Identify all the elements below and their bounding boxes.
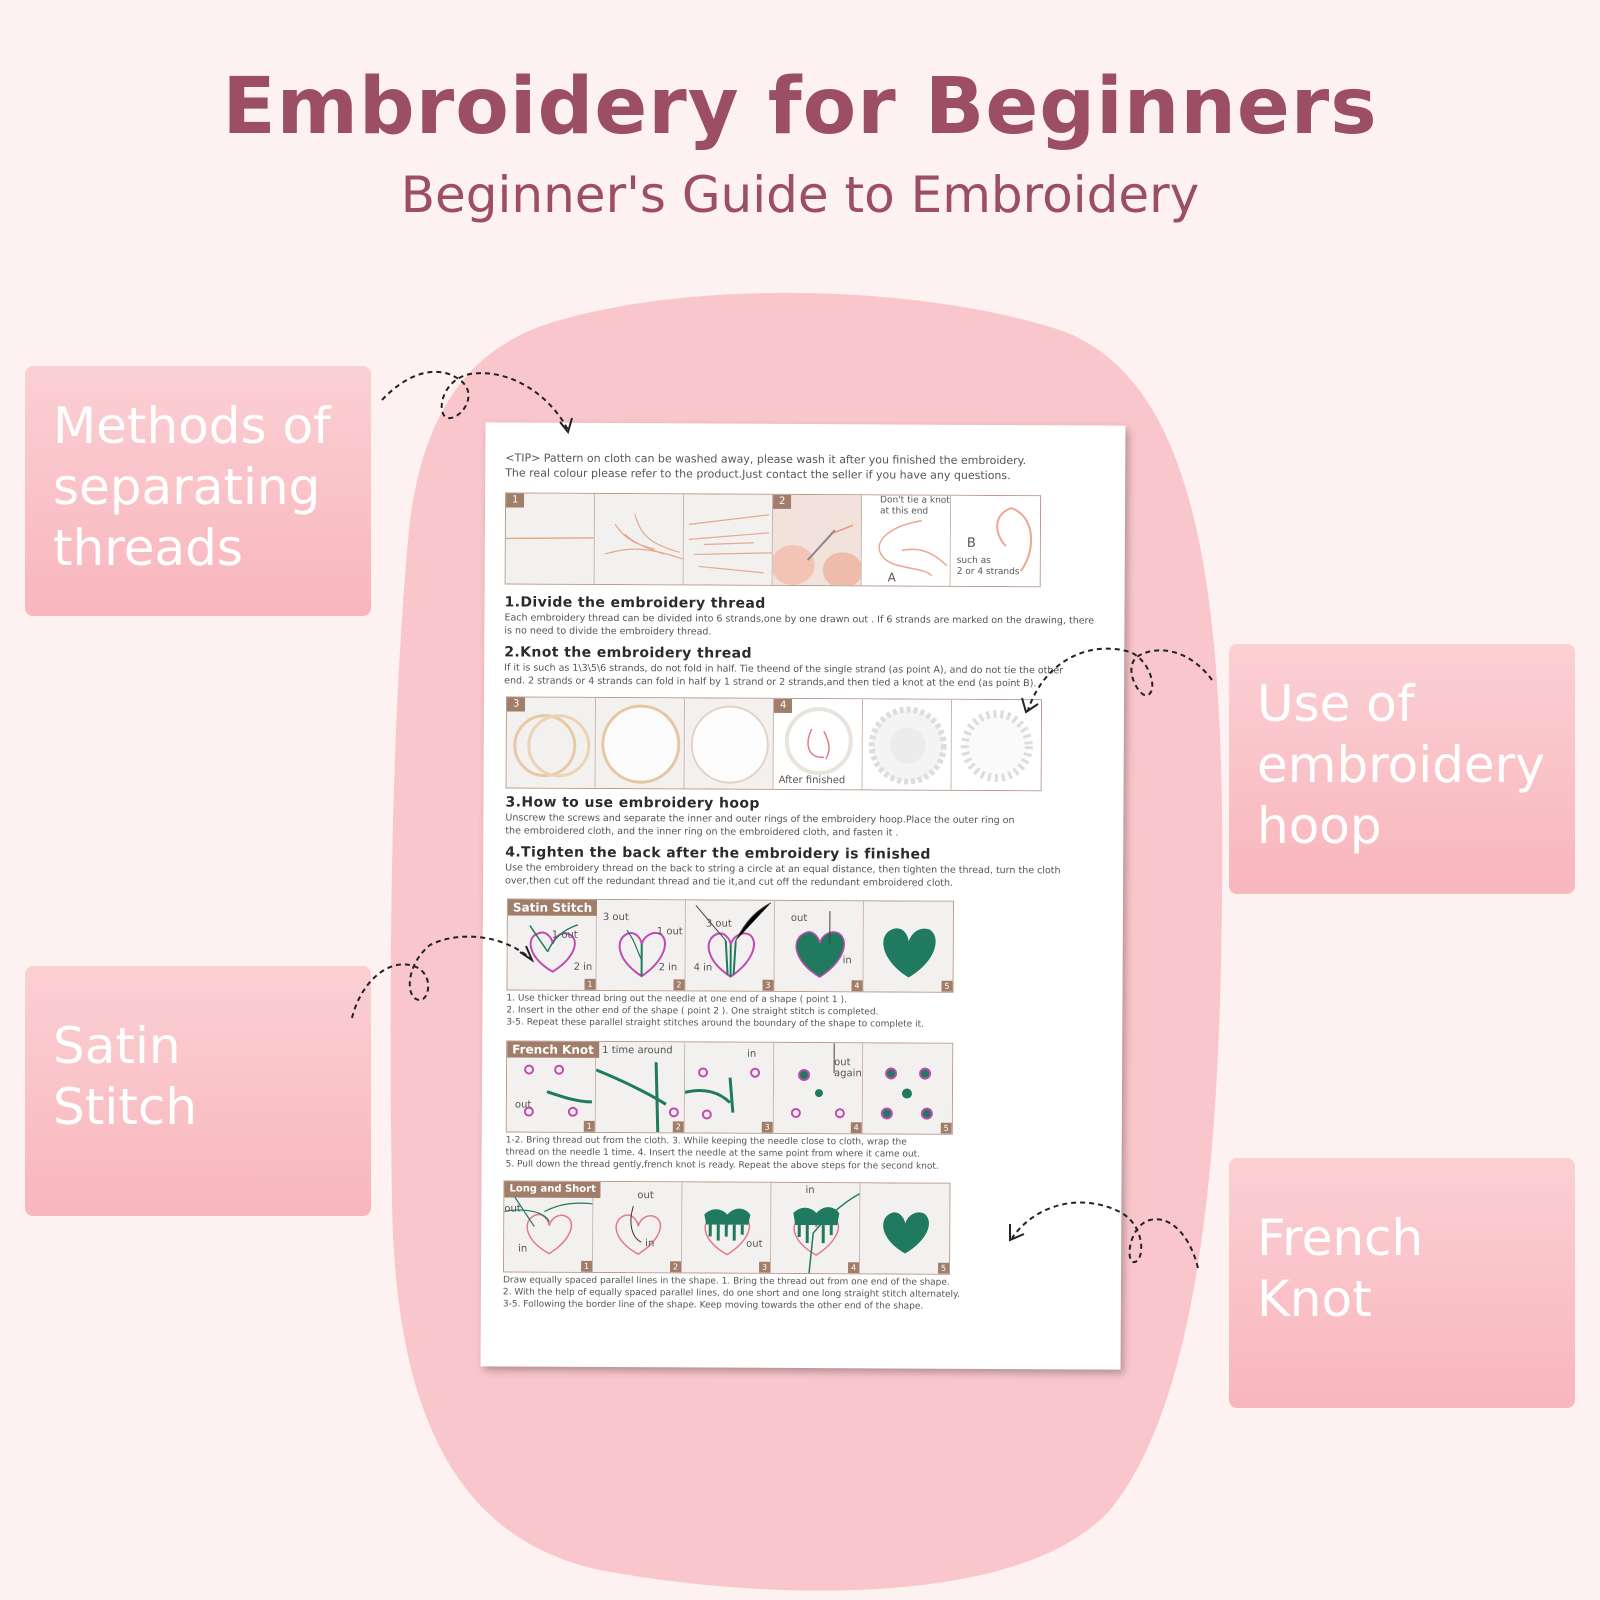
longshort-step-3: out 3 [682,1182,772,1273]
photo-strip-thread: 1 2 Don't tie a knot at this end A B suc… [504,492,1042,588]
photo-hoop-cloth [595,697,686,789]
arrow-methods [381,370,569,431]
photo-hoop-rings: 3 [506,697,597,788]
callout-satin: Satin Stitch [25,966,371,1216]
longshort-step-5: 5 [860,1183,950,1274]
photo-knot-b: B such as 2 or 4 strands [950,495,1041,587]
satin-step-4: out in 4 [774,900,864,992]
arrowhead-french [1009,1224,1025,1242]
callout-hoop-label: Use of embroidery hoop [1257,675,1545,855]
callout-methods-label: Methods of separating threads [53,397,331,577]
photo-hoop-finished: 4 After finished [773,698,864,790]
photo-hoop-fastened [684,698,775,789]
satin-step-3: 3 out 4 in 3 [685,900,775,991]
photo-knot-a: Don't tie a knot at this end A [861,495,952,586]
photo-strip-hoop: 3 4 After finished [505,696,1043,792]
arrow-satin [351,935,533,1019]
callout-satin-label: Satin Stitch [53,1017,198,1136]
callout-hoop: Use of embroidery hoop [1229,644,1575,894]
french-knot-strip: French Knot out 1 1 time around 2 in 3 o… [505,1040,954,1135]
photo-hoop-tightened [951,699,1042,791]
french-step-4: out again 4 [773,1042,864,1134]
arrowhead-hoop [1021,697,1039,714]
french-step-2: 1 time around 2 [595,1041,686,1133]
callout-methods: Methods of separating threads [25,366,371,616]
photo-needle-threading: 2 [772,494,863,586]
satin-step-5: 5 [863,901,953,992]
french-step-1: out 1 [506,1041,597,1132]
photo-thread-3 [683,494,774,585]
french-step-3: in 3 [684,1042,775,1133]
longshort-step-4: in 4 [771,1182,861,1274]
callout-french-label: French Knot [1257,1209,1424,1328]
callout-french: French Knot [1229,1158,1575,1408]
page-title: Embroidery for Beginners [222,62,1378,152]
instruction-sheet: <TIP> Pattern on cloth can be washed awa… [480,422,1126,1370]
satin-step-1: 1 out 2 in 1 [507,899,597,990]
longshort-step-1: out in 1 [504,1181,594,1272]
arrow-french [1011,1201,1199,1269]
longshort-step-2: out in 2 [593,1181,683,1273]
long-short-strip: Long and Short out in 1 out in 2 out 3 i… [503,1180,951,1275]
french-step-5: 5 [862,1043,953,1134]
arrowhead-methods [559,417,573,435]
satin-step-2: 3 out 1 out 2 in 2 [596,899,686,991]
arrow-hoop [1027,647,1213,711]
photo-thread-2 [594,493,685,585]
arrowhead-satin [519,945,535,963]
satin-stitch-strip: Satin Stitch 1 out 2 in 1 3 out 1 out 2 … [506,898,954,993]
page-subtitle: Beginner's Guide to Embroidery [400,166,1200,224]
photo-thread-1: 1 [505,493,596,584]
photo-hoop-back [862,699,953,790]
